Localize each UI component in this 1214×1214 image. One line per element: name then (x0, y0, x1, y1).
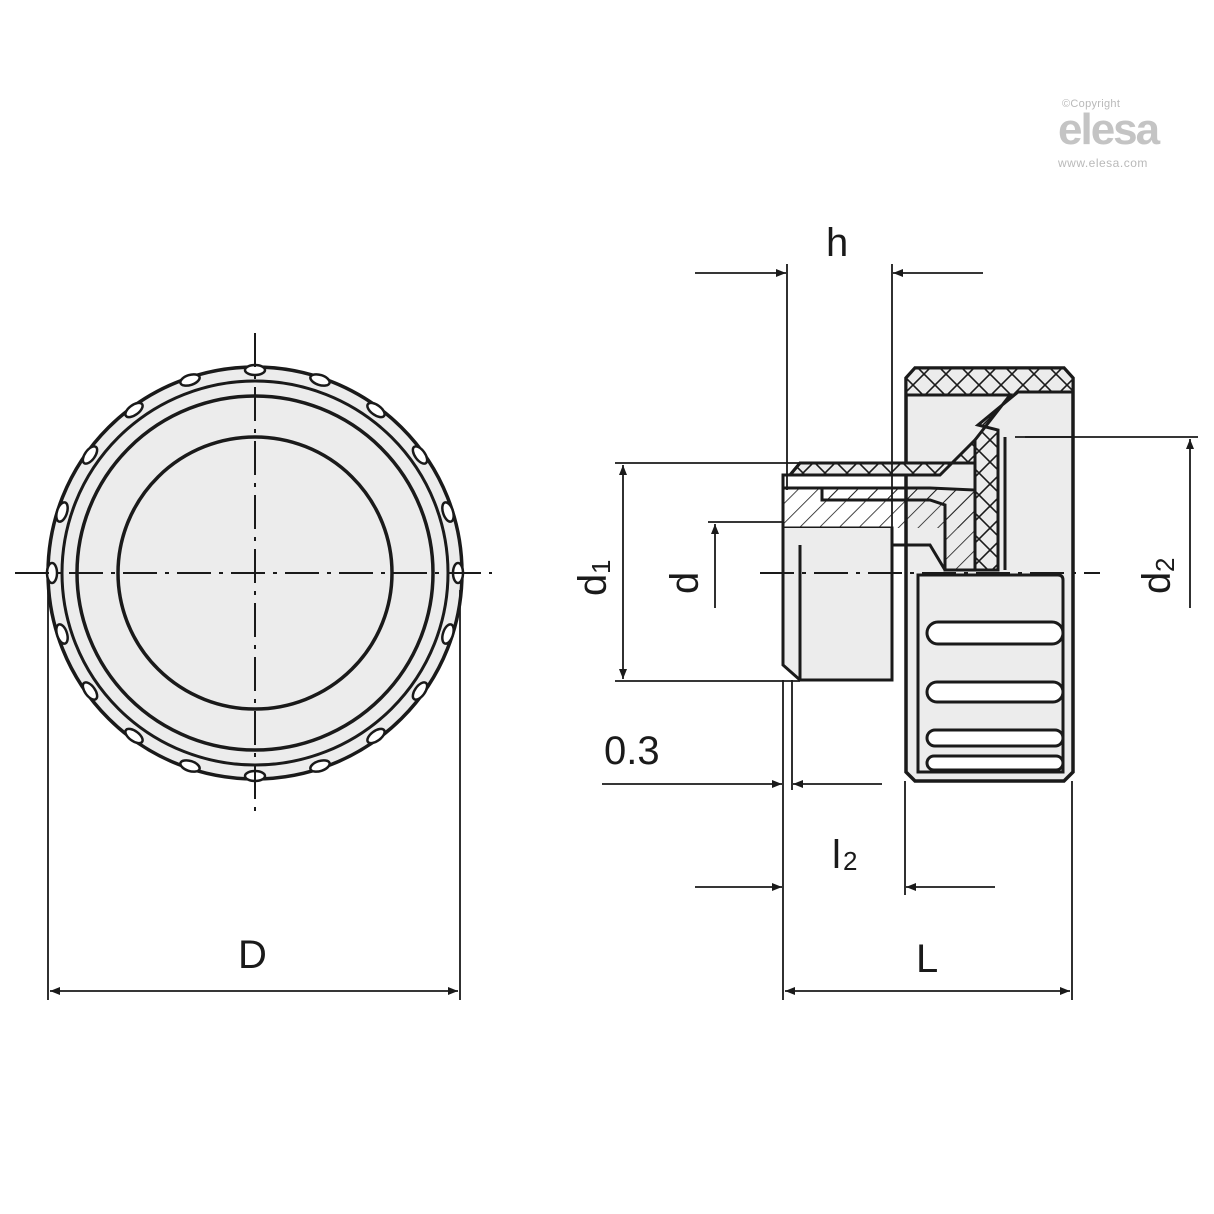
front-view (15, 333, 492, 1000)
knurl-ribs (925, 620, 1065, 772)
svg-text:d: d (1135, 572, 1179, 594)
label-d1: d 1 (571, 560, 616, 596)
svg-text:1: 1 (586, 560, 616, 574)
svg-text:2: 2 (843, 846, 857, 876)
label-d: d (663, 572, 707, 594)
svg-text:l: l (832, 833, 841, 877)
elesa-brand: ©Copyright elesa www.elesa.com (1058, 98, 1198, 170)
svg-text:2: 2 (1150, 558, 1180, 572)
label-L: L (916, 937, 938, 981)
elesa-logo: elesa (1058, 105, 1160, 154)
label-D: D (238, 933, 267, 977)
website-url: www.elesa.com (1058, 156, 1148, 170)
copyright-text: ©Copyright (1062, 98, 1121, 110)
label-gap-0-3: 0.3 (604, 729, 660, 773)
label-d2: d 2 (1135, 558, 1180, 594)
label-h: h (826, 221, 848, 265)
side-view (602, 264, 1198, 1000)
label-l2: l 2 (832, 833, 857, 877)
knurl-notches (45, 363, 465, 783)
svg-text:d: d (571, 574, 615, 596)
svg-text:d: d (663, 572, 707, 594)
